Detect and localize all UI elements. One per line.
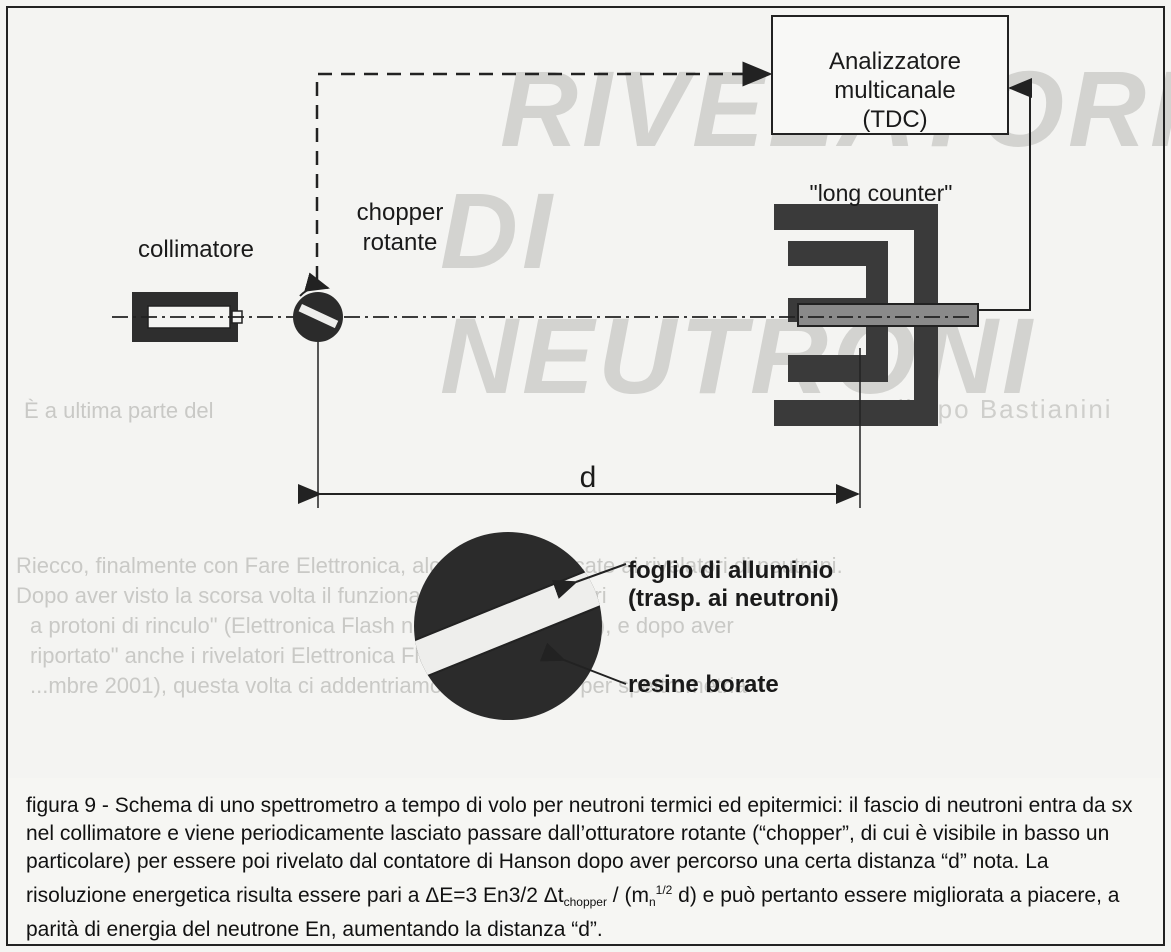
chopper-label: chopper rotante [330,198,470,258]
foil-label-line2: (trasp. ai neutroni) [628,584,839,612]
caption-text: figura 9 - Schema di uno spettrometro a … [26,792,1141,944]
chopper-label-line1: chopper [356,199,444,226]
caption-sub-chopper: chopper [563,895,607,909]
collimator-label: collimatore [137,236,255,263]
foil-label-line1: foglio di alluminio [628,557,834,584]
caption-sup-half: 1/2 [655,883,673,897]
foil-label: foglio di alluminio (trasp. ai neutroni) [628,557,888,612]
detector-signal-line [978,78,1032,311]
figure-frame: Analizzatore multicanale (TDC) "long cou… [6,6,1165,946]
caption-sub-n: n [648,895,656,909]
caption-part2: / (m [606,884,649,907]
chopper-label-line2: rotante [362,229,438,256]
chopper-detail [414,532,627,720]
analyzer-box [771,15,1009,135]
caption-part1: figura 9 - Schema di uno spettrometro a … [26,794,1133,907]
analyzer-label: Analizzatore multicanale (TDC) [780,48,1010,134]
distance-label: d [579,461,597,494]
long-counter-detector [774,204,979,426]
trigger-signal-line [315,61,773,280]
spectrometer-diagram [112,15,1032,720]
distance-marker [298,342,861,508]
long-counter-label: "long counter" [809,180,953,206]
analyzer-label-line2: multicanale [834,76,956,104]
chopper-disc [293,272,343,342]
analyzer-label-line1: Analizzatore [828,48,962,75]
figure-caption: figura 9 - Schema di uno spettrometro a … [6,778,1165,946]
analyzer-label-line3: (TDC) [862,105,928,133]
caption-part3: d) e può pertanto essere migliorata a pi… [26,884,1120,941]
boron-resin-label: resine borate [628,671,779,698]
